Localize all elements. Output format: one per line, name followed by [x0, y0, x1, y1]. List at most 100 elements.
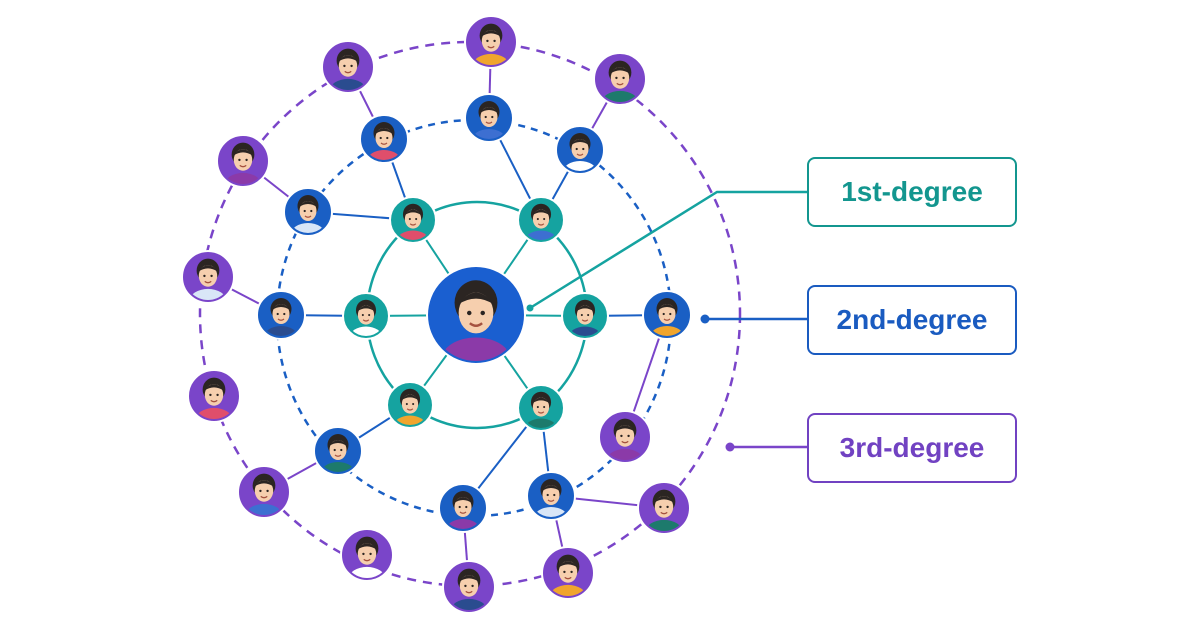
person-smile — [344, 70, 352, 74]
person-face — [254, 480, 274, 502]
person-face — [375, 128, 393, 148]
person-eye — [467, 310, 472, 316]
person-2f[interactable] — [642, 290, 692, 348]
person-fringe — [459, 575, 479, 582]
person-eye — [209, 393, 212, 397]
person-shirt — [264, 326, 298, 336]
person-face — [658, 304, 676, 324]
person-face — [401, 394, 419, 414]
person-smile — [564, 576, 572, 580]
person-3b[interactable] — [464, 15, 518, 78]
person-fringe — [532, 397, 550, 404]
person-icon — [393, 388, 427, 425]
person-face — [481, 30, 501, 52]
third-degree-ring — [198, 40, 742, 588]
person-3f[interactable] — [187, 369, 241, 432]
person-smile — [660, 511, 668, 515]
person-shirt — [450, 598, 488, 610]
person-eye — [415, 217, 418, 221]
person-icon — [601, 60, 639, 102]
person-1f[interactable] — [517, 384, 565, 440]
person-3c[interactable] — [593, 52, 647, 115]
person-2i[interactable] — [526, 471, 576, 529]
person-eye — [369, 552, 372, 556]
person-eye — [666, 505, 669, 509]
person-face — [357, 543, 377, 565]
person-fringe — [454, 497, 472, 503]
person-eye — [276, 312, 279, 316]
person-eye — [216, 393, 219, 397]
person-1c[interactable] — [342, 292, 390, 348]
person-face — [542, 485, 560, 505]
person-fringe — [401, 394, 419, 401]
person-eye — [580, 313, 583, 317]
person-smile — [576, 153, 584, 156]
person-icon — [329, 48, 367, 90]
person-shirt — [549, 584, 587, 596]
person-smile — [469, 322, 483, 327]
person-3l[interactable] — [598, 410, 652, 473]
person-3a[interactable] — [321, 40, 375, 103]
person-1b[interactable] — [517, 196, 565, 252]
person-eye — [340, 448, 343, 452]
person-fringe — [542, 485, 560, 491]
person-smile — [663, 318, 671, 321]
person-shirt — [329, 78, 367, 90]
person-eye — [493, 39, 496, 43]
person-fringe — [254, 480, 274, 487]
legend-first-degree: 1st-degree — [807, 157, 1017, 227]
user-center-avatar[interactable] — [426, 265, 526, 382]
person-2b[interactable] — [359, 114, 409, 172]
person-3d[interactable] — [216, 134, 270, 197]
person-1d[interactable] — [561, 292, 609, 348]
person-2e[interactable] — [256, 290, 306, 348]
person-fringe — [198, 265, 218, 272]
person-icon — [264, 298, 298, 336]
person-eye — [379, 136, 382, 140]
person-shirt — [563, 161, 597, 171]
person-3g[interactable] — [237, 465, 291, 528]
person-eye — [620, 434, 623, 438]
person-eye — [210, 274, 213, 278]
person-eye — [480, 310, 485, 316]
first-degree-leader-dot — [526, 304, 534, 312]
person-2g[interactable] — [313, 426, 363, 484]
person-eye — [543, 217, 546, 221]
person-face — [233, 149, 253, 171]
person-smile — [210, 399, 218, 403]
person-2c[interactable] — [464, 93, 514, 151]
person-eye — [368, 313, 371, 317]
person-3i[interactable] — [442, 560, 496, 623]
person-3k[interactable] — [637, 481, 691, 544]
person-icon — [534, 479, 568, 517]
person-eye — [245, 158, 248, 162]
person-1a[interactable] — [389, 196, 437, 252]
person-icon — [195, 377, 233, 419]
person-eye — [486, 39, 489, 43]
person-shirt — [472, 129, 506, 139]
person-2h[interactable] — [438, 483, 488, 541]
person-icon — [348, 536, 386, 578]
person-eye — [412, 402, 415, 406]
person-eye — [536, 405, 539, 409]
person-smile — [621, 440, 629, 444]
person-icon — [563, 133, 597, 171]
person-eye — [361, 313, 364, 317]
person-3e[interactable] — [181, 250, 235, 313]
person-face — [329, 440, 347, 460]
person-3h[interactable] — [340, 528, 394, 591]
person-smile — [409, 223, 417, 226]
person-2d[interactable] — [555, 125, 605, 183]
person-face — [532, 397, 550, 417]
person-face — [454, 497, 472, 517]
person-shirt — [396, 230, 430, 240]
person-eye — [587, 313, 590, 317]
person-eye — [575, 147, 578, 151]
person-smile — [465, 590, 473, 594]
person-face — [459, 575, 479, 597]
person-3j[interactable] — [541, 546, 595, 609]
person-2a[interactable] — [283, 187, 333, 245]
person-1e[interactable] — [386, 381, 434, 437]
person-eye — [491, 115, 494, 119]
